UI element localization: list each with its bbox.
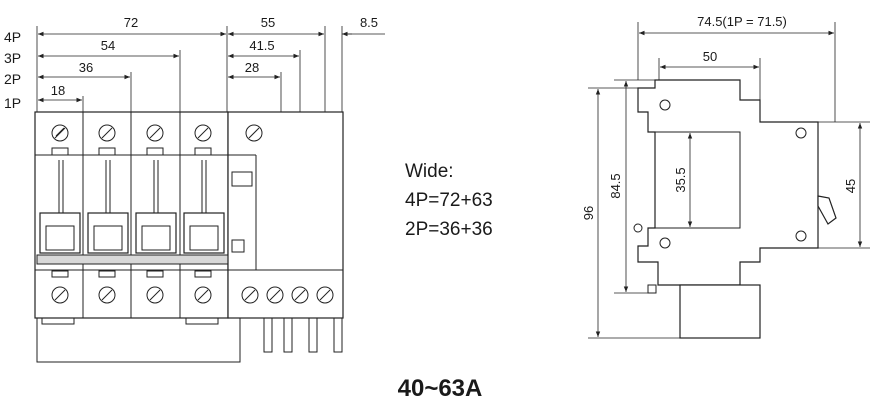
wide-2p: 2P=36+36 <box>405 219 493 240</box>
dim-front-height: 45 <box>843 179 858 193</box>
dim-height-body: 84.5 <box>608 173 623 198</box>
dim-1p-width: 18 <box>51 83 65 98</box>
toggle-handles <box>39 160 225 254</box>
dim-4p-width: 72 <box>124 15 138 30</box>
side-view: 74.5(1P = 71.5) 50 96 84.5 35.5 <box>581 14 870 339</box>
dim-side-top: 74.5(1P = 71.5) <box>697 14 787 29</box>
wide-4p: 4P=72+63 <box>405 190 493 211</box>
dim-aux-41-5: 41.5 <box>249 38 274 53</box>
bottom-terminal-screws <box>51 270 212 304</box>
dim-height-total: 96 <box>581 206 596 220</box>
row-label-2p: 2P <box>4 71 21 87</box>
front-view: 4P 3P 2P 1P 72 54 36 18 55 41.5 28 8.5 <box>4 15 385 363</box>
model-label: 40~63A <box>398 375 483 402</box>
dim-aux-28: 28 <box>245 60 259 75</box>
aux-module <box>227 111 344 353</box>
side-toggle <box>817 195 837 225</box>
wide-note: Wide: 4P=72+63 2P=36+36 <box>405 161 493 240</box>
side-body <box>637 79 819 286</box>
row-label-3p: 3P <box>4 50 21 66</box>
base-plate <box>36 317 241 363</box>
dim-rail: 35.5 <box>673 167 688 192</box>
top-terminal-screws <box>51 124 212 142</box>
side-lower-block <box>679 284 761 339</box>
row-label-4p: 4P <box>4 29 21 45</box>
row-label-1p: 1P <box>4 95 21 111</box>
dim-aux-8-5: 8.5 <box>360 15 378 30</box>
dim-aux-55: 55 <box>261 15 275 30</box>
handle-tie-bar <box>36 254 233 265</box>
wide-heading: Wide: <box>405 161 454 182</box>
dim-3p-width: 54 <box>101 38 115 53</box>
dim-side-depth: 50 <box>703 49 717 64</box>
dim-2p-width: 36 <box>79 60 93 75</box>
